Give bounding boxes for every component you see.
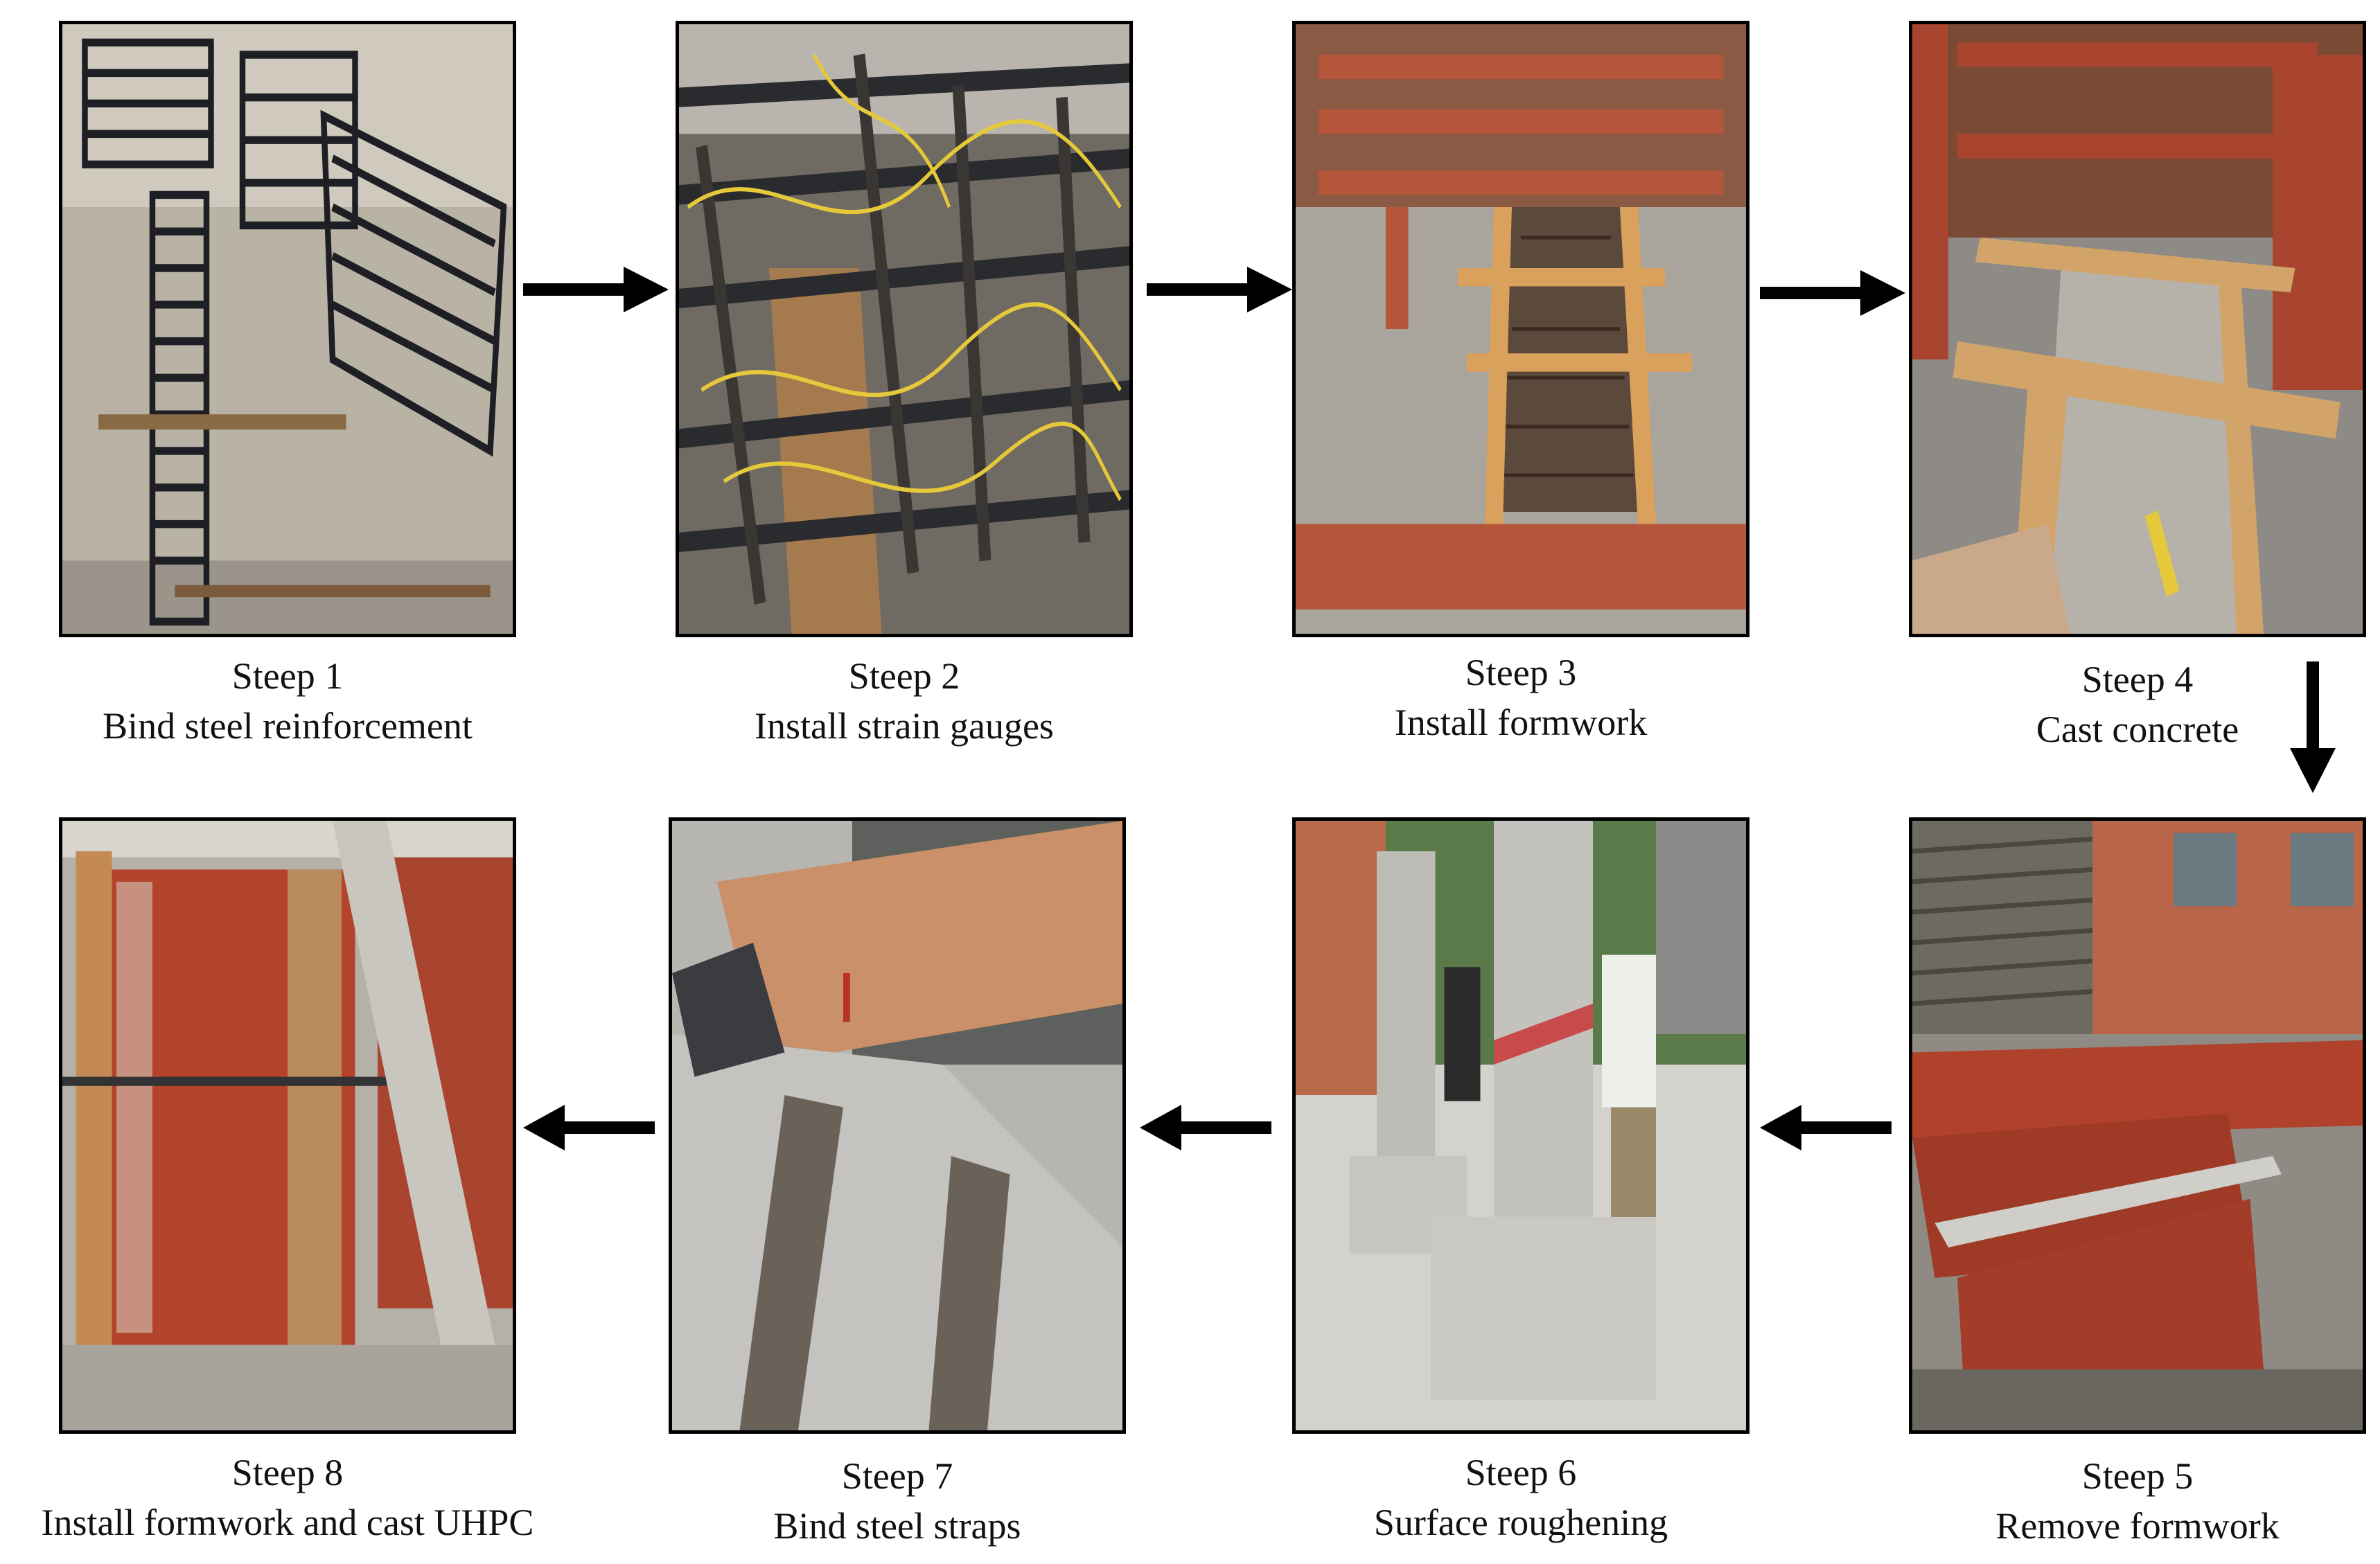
step-1-caption: Steep 1 Bind steel reinforcement bbox=[0, 651, 575, 751]
step-1-title: Bind steel reinforcement bbox=[103, 705, 473, 747]
step-4-caption: Steep 4 Cast concrete bbox=[1850, 655, 2380, 754]
step-4-title: Cast concrete bbox=[2036, 709, 2239, 750]
step-5-number: Steep 5 bbox=[2081, 1455, 2194, 1497]
arrow-step-5-to-6 bbox=[1760, 1105, 1892, 1150]
step-7-number: Steep 7 bbox=[841, 1455, 953, 1497]
step-2-photo bbox=[676, 21, 1133, 637]
step-2-caption: Steep 2 Install strain gauges bbox=[617, 651, 1192, 751]
step-5-caption: Steep 5 Remove formwork bbox=[1850, 1451, 2380, 1551]
step-8-title: Install formwork and cast UHPC bbox=[41, 1502, 534, 1543]
arrow-step-6-to-7 bbox=[1140, 1105, 1271, 1150]
step-5-title: Remove formwork bbox=[1995, 1505, 2280, 1547]
step-8-caption: Steep 8 Install formwork and cast UHPC bbox=[0, 1448, 575, 1547]
step-7-caption: Steep 7 Bind steel straps bbox=[610, 1451, 1185, 1551]
step-7-photo bbox=[669, 817, 1126, 1434]
step-3-caption: Steep 3 Install formwork bbox=[1233, 648, 1808, 747]
step-5-photo bbox=[1909, 817, 2366, 1434]
step-1-photo bbox=[59, 21, 516, 637]
step-6-title: Surface roughening bbox=[1373, 1502, 1668, 1543]
step-7-title: Bind steel straps bbox=[773, 1505, 1021, 1547]
step-3-title: Install formwork bbox=[1394, 702, 1648, 743]
step-8-number: Steep 8 bbox=[231, 1452, 344, 1493]
arrow-step-2-to-3 bbox=[1147, 267, 1292, 312]
step-3-number: Steep 3 bbox=[1465, 652, 1577, 693]
arrow-step-7-to-8 bbox=[523, 1105, 655, 1150]
arrow-step-1-to-2 bbox=[523, 267, 669, 312]
step-2-title: Install strain gauges bbox=[755, 705, 1054, 747]
step-6-number: Steep 6 bbox=[1465, 1452, 1577, 1493]
step-4-number: Steep 4 bbox=[2081, 659, 2194, 700]
step-3-photo bbox=[1292, 21, 1749, 637]
step-6-caption: Steep 6 Surface roughening bbox=[1233, 1448, 1808, 1547]
arrow-step-3-to-4 bbox=[1760, 270, 1905, 316]
step-6-photo bbox=[1292, 817, 1749, 1434]
arrow-step-4-to-5 bbox=[2290, 661, 2336, 793]
step-8-photo bbox=[59, 817, 516, 1434]
step-2-number: Steep 2 bbox=[848, 655, 960, 697]
step-4-photo bbox=[1909, 21, 2366, 637]
step-1-number: Steep 1 bbox=[231, 655, 344, 697]
